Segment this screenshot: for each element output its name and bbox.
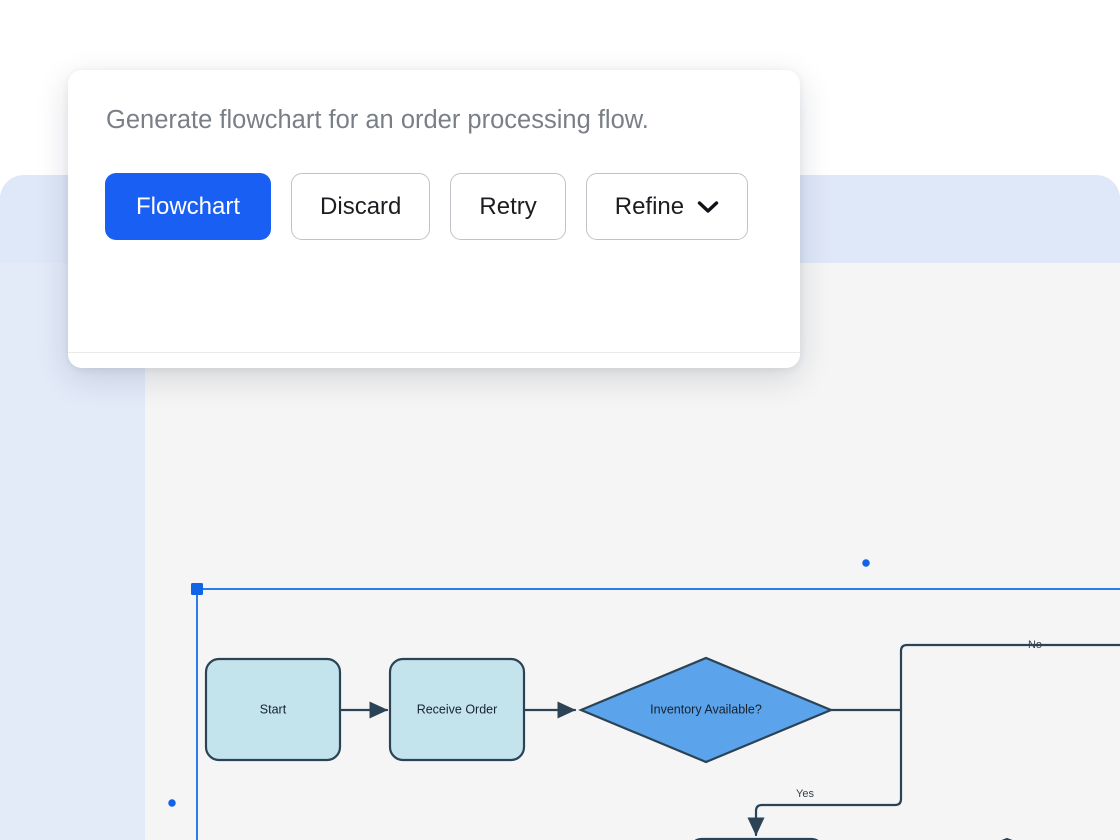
- discard-button[interactable]: Discard: [291, 173, 431, 240]
- edge-label-yes: Yes: [796, 788, 814, 800]
- retry-button-label: Retry: [479, 192, 537, 220]
- node-label: Inventory Available?: [650, 702, 762, 716]
- edge-label-no: No: [1028, 639, 1042, 651]
- selection-handle[interactable]: [191, 583, 203, 595]
- action-button-row: Flowchart Discard Retry Refine: [105, 173, 749, 240]
- selection-dot[interactable]: [860, 557, 872, 569]
- flowchart-svg: No Yes Start Receive Order Inventory Ava…: [166, 557, 1120, 840]
- flowchart-button-label: Flowchart: [136, 192, 241, 220]
- node-receive-order[interactable]: Receive Order: [388, 657, 526, 762]
- flowchart-button[interactable]: Flowchart: [105, 173, 272, 240]
- edge-yes-branch: [747, 708, 903, 837]
- edges: [338, 643, 1120, 837]
- refine-button[interactable]: Refine: [585, 173, 749, 240]
- prompt-card: Generate flowchart for an order processi…: [68, 70, 800, 368]
- retry-button[interactable]: Retry: [450, 173, 566, 240]
- selection-frame[interactable]: [166, 557, 1120, 840]
- discard-button-label: Discard: [320, 192, 402, 220]
- node-inventory-available[interactable]: Inventory Available?: [578, 656, 834, 764]
- node-label: Receive Order: [417, 702, 498, 716]
- edge-no-branch: [899, 643, 1120, 712]
- selection-dot[interactable]: [166, 797, 178, 809]
- card-divider: [68, 352, 800, 353]
- chevron-down-icon: [697, 200, 719, 214]
- node-start[interactable]: Start: [204, 657, 342, 762]
- node-label: Start: [260, 702, 287, 716]
- prompt-title: Generate flowchart for an order processi…: [106, 106, 649, 134]
- refine-button-label: Refine: [614, 192, 685, 220]
- change-input-row[interactable]: What do you want to change?: [68, 353, 800, 368]
